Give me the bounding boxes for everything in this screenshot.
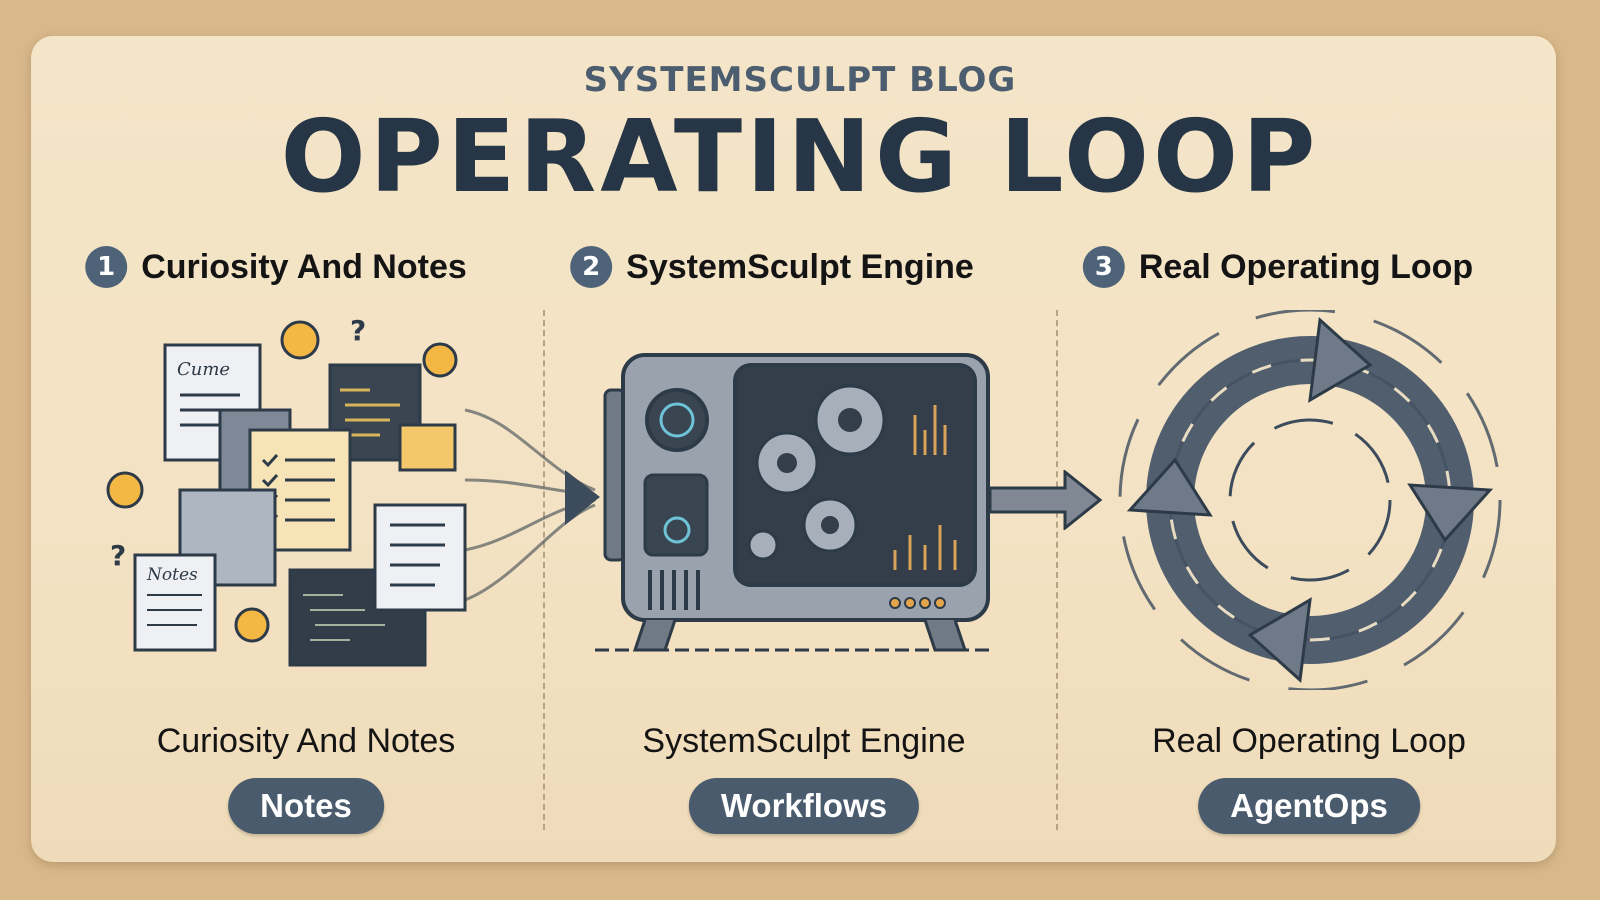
- lightbulb-icon: [106, 320, 458, 643]
- document-icon: [178, 488, 277, 587]
- operating-loop-cycle-icon: [1118, 310, 1502, 690]
- question-mark-icon: ??: [110, 314, 366, 572]
- arrow-right-icon: [990, 470, 1103, 530]
- document-icon: [373, 503, 467, 612]
- page-title: OPERATING LOOP: [280, 98, 1320, 215]
- step-number-badge: 2: [570, 246, 613, 288]
- vent-grille: [648, 570, 700, 610]
- step-2-heading: 2 SystemSculpt Engine: [570, 244, 974, 290]
- svg-text:Notes: Notes: [146, 565, 198, 585]
- step-label: Real Operating Loop: [1138, 247, 1474, 286]
- notes-cluster-illustration: Cume Notes ??: [106, 314, 600, 667]
- svg-text:?: ?: [110, 539, 126, 572]
- column-divider: [543, 310, 545, 830]
- arrow-right-icon: [565, 470, 600, 525]
- step-3-caption: Real Operating Loop: [1152, 722, 1466, 760]
- status-lights: [889, 597, 946, 609]
- tag-pill-notes: Notes: [228, 778, 384, 834]
- step-label: SystemSculpt Engine: [626, 247, 974, 286]
- step-1-caption: Curiosity And Notes: [156, 722, 456, 760]
- step-label: Curiosity And Notes: [141, 247, 467, 286]
- dial-icon: [645, 388, 709, 452]
- column-divider: [1056, 310, 1058, 830]
- step-number-badge: 1: [85, 246, 128, 288]
- blog-kicker: SYSTEMSCULPT BLOG: [583, 60, 1017, 100]
- systemsculpt-engine-illustration: [595, 353, 995, 652]
- tag-pill-workflows: Workflows: [688, 778, 920, 834]
- step-2-caption: SystemSculpt Engine: [642, 722, 966, 760]
- folder-icon: [398, 423, 457, 472]
- bar-chart-icon: [893, 405, 957, 570]
- notes-document-icon: Notes: [133, 553, 217, 652]
- step-3-heading: 3 Real Operating Loop: [1082, 244, 1474, 290]
- step-1-heading: 1 Curiosity And Notes: [85, 244, 467, 290]
- cycle-arrowhead-icon: [1126, 316, 1494, 684]
- svg-text:?: ?: [350, 314, 366, 347]
- svg-text:Cume: Cume: [177, 359, 230, 380]
- step-number-badge: 3: [1082, 246, 1125, 288]
- tag-pill-agentops: AgentOps: [1198, 778, 1420, 834]
- knob-icon: [663, 516, 691, 544]
